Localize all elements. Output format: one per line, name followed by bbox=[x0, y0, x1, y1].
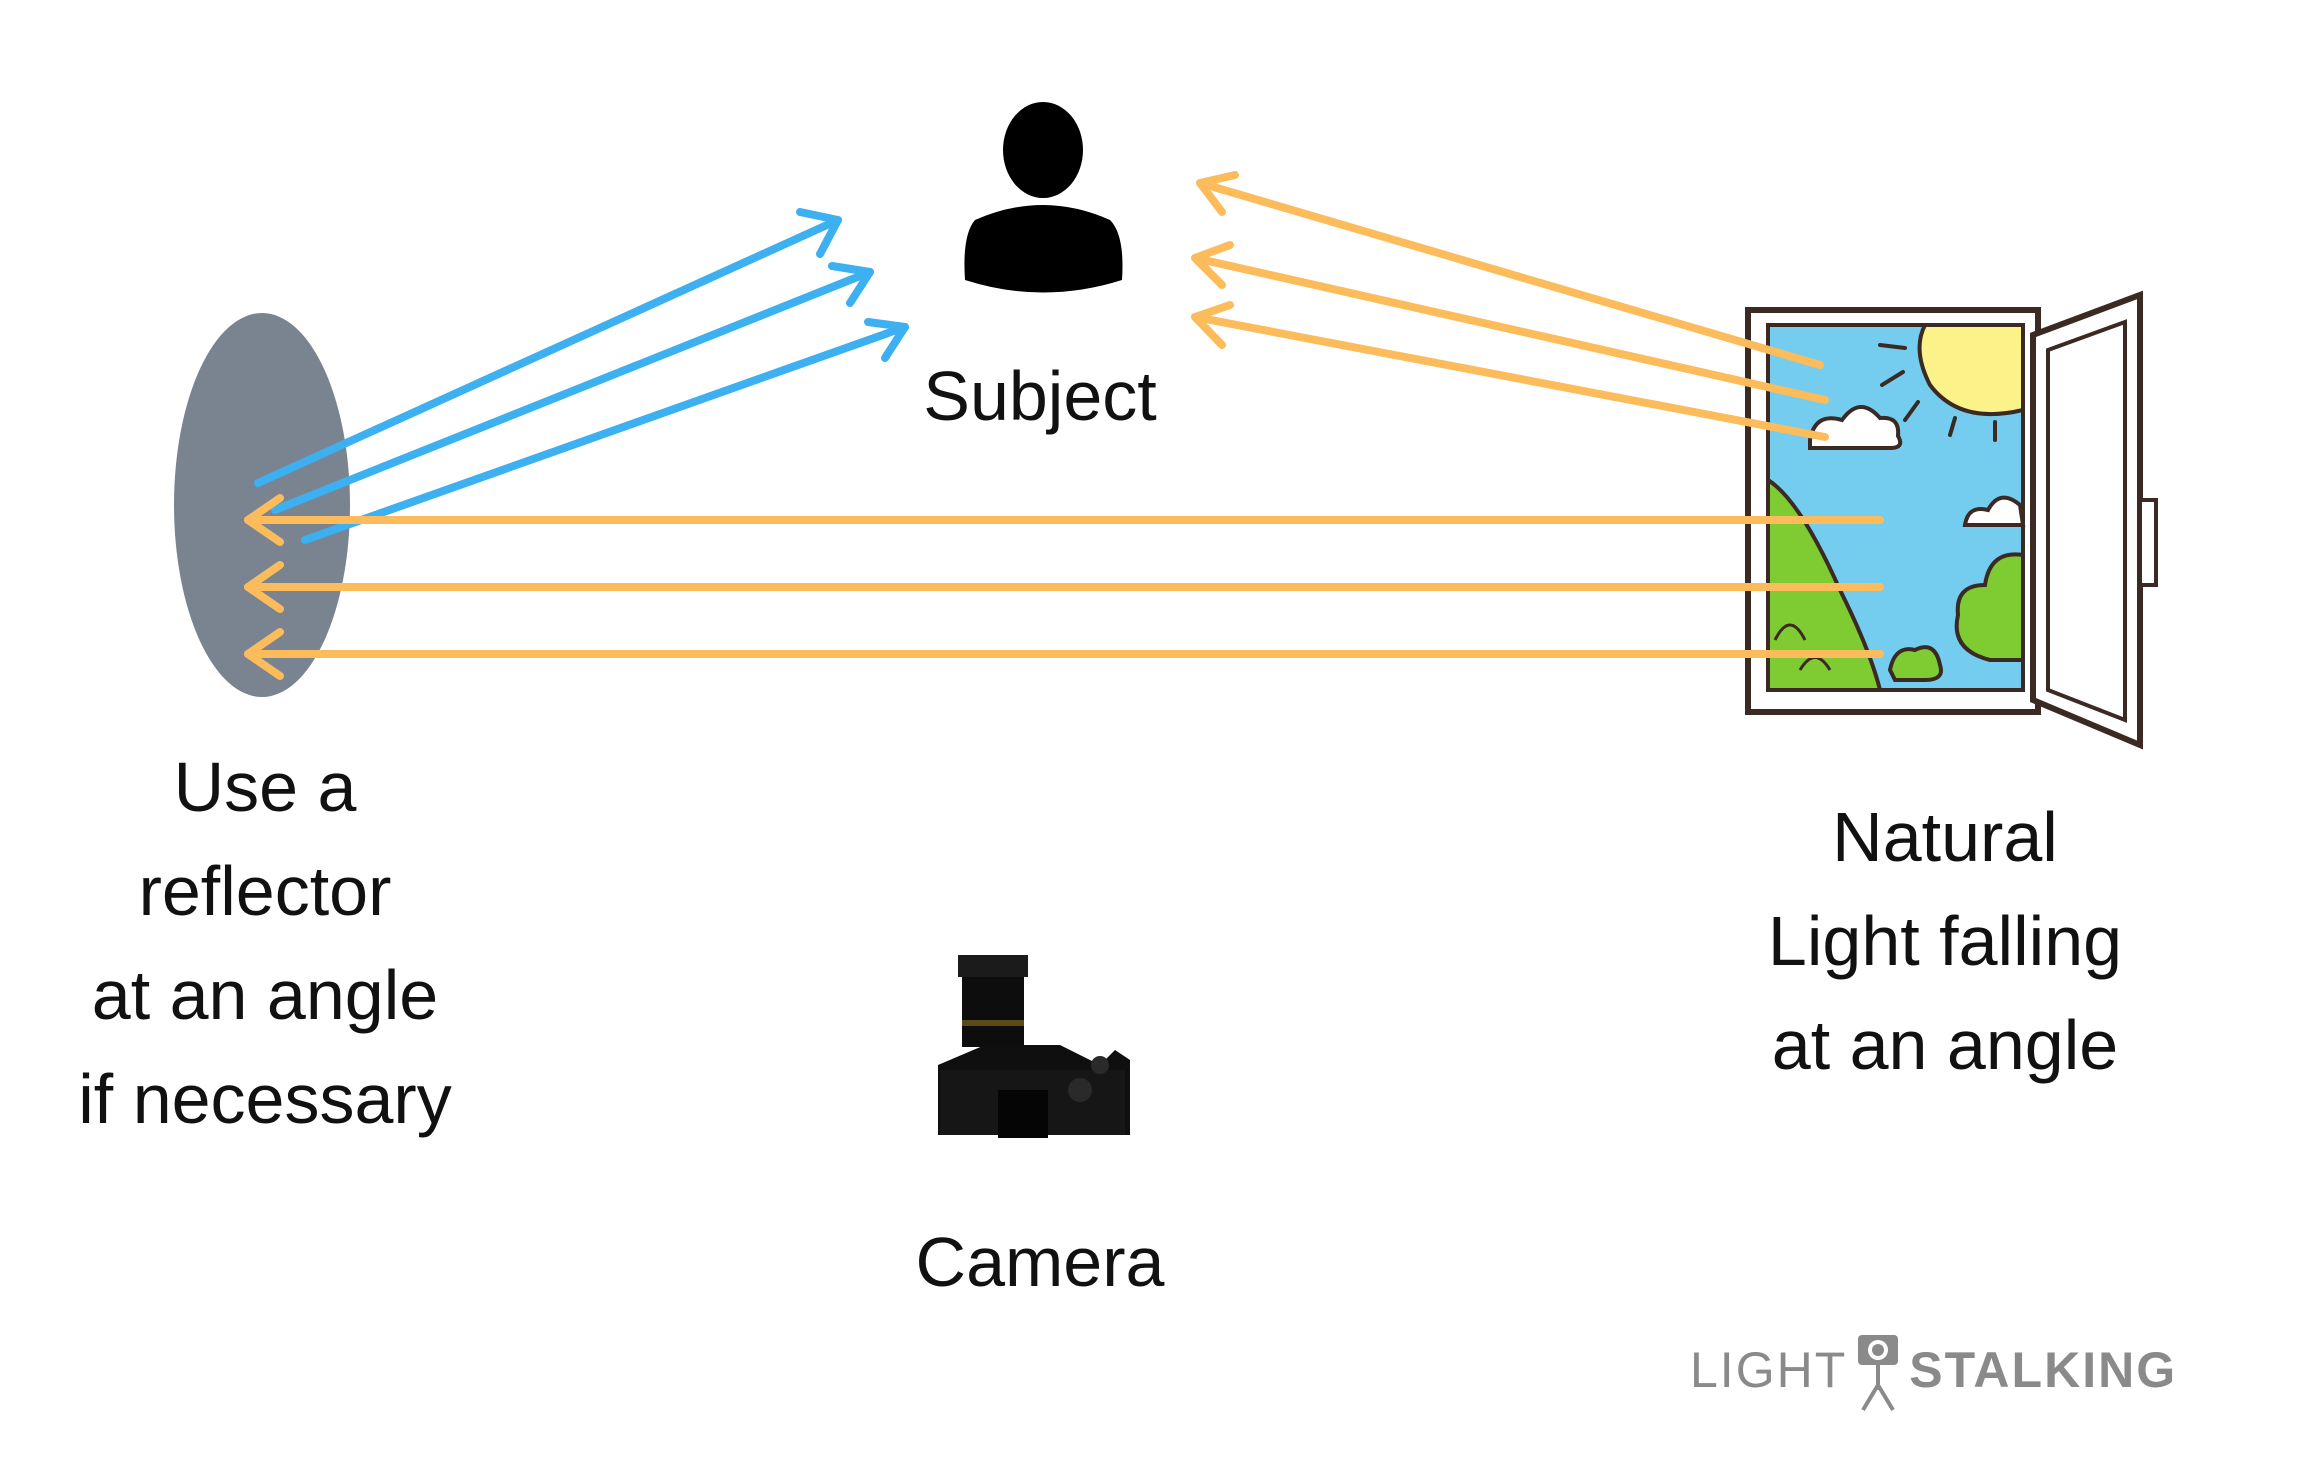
blue-arrow bbox=[254, 216, 842, 487]
reflector-disc bbox=[174, 313, 350, 697]
natural-light-label: Natural Light falling at an angle bbox=[1680, 785, 2210, 1097]
light-stalking-logo: LIGHT STALKING bbox=[1690, 1320, 2177, 1420]
blue-arrows bbox=[254, 208, 909, 544]
subject-text: Subject bbox=[923, 357, 1157, 435]
camera-label: Camera bbox=[880, 1210, 1200, 1314]
natural-light-line: Light falling bbox=[1767, 902, 2123, 980]
reflector-line: if necessary bbox=[78, 1060, 452, 1138]
reflector-label: Use a reflector at an angle if necessary bbox=[30, 735, 500, 1151]
orange-arrows-to-reflector bbox=[244, 494, 1884, 680]
orange-arrows-to-subject bbox=[1191, 171, 1829, 441]
logo-light: LIGHT bbox=[1690, 1342, 1848, 1398]
natural-light-line: at an angle bbox=[1771, 1006, 2119, 1084]
orange-arrow bbox=[1191, 313, 1829, 441]
camera-icon bbox=[938, 955, 1130, 1138]
person-icon bbox=[964, 102, 1123, 293]
reflector-line: at an angle bbox=[91, 956, 439, 1034]
natural-light-line: Natural bbox=[1832, 798, 2058, 876]
blue-arrow bbox=[301, 323, 909, 544]
orange-arrow bbox=[1191, 254, 1829, 404]
reflector-line: reflector bbox=[138, 852, 392, 930]
subject-label: Subject bbox=[880, 344, 1200, 448]
blue-arrow bbox=[271, 268, 874, 514]
orange-arrow bbox=[1196, 179, 1824, 369]
camera-text: Camera bbox=[915, 1223, 1165, 1301]
tripod-camera-icon bbox=[1858, 1335, 1899, 1412]
reflector-line: Use a bbox=[173, 748, 357, 826]
logo-stalking: STALKING bbox=[1909, 1342, 2178, 1398]
